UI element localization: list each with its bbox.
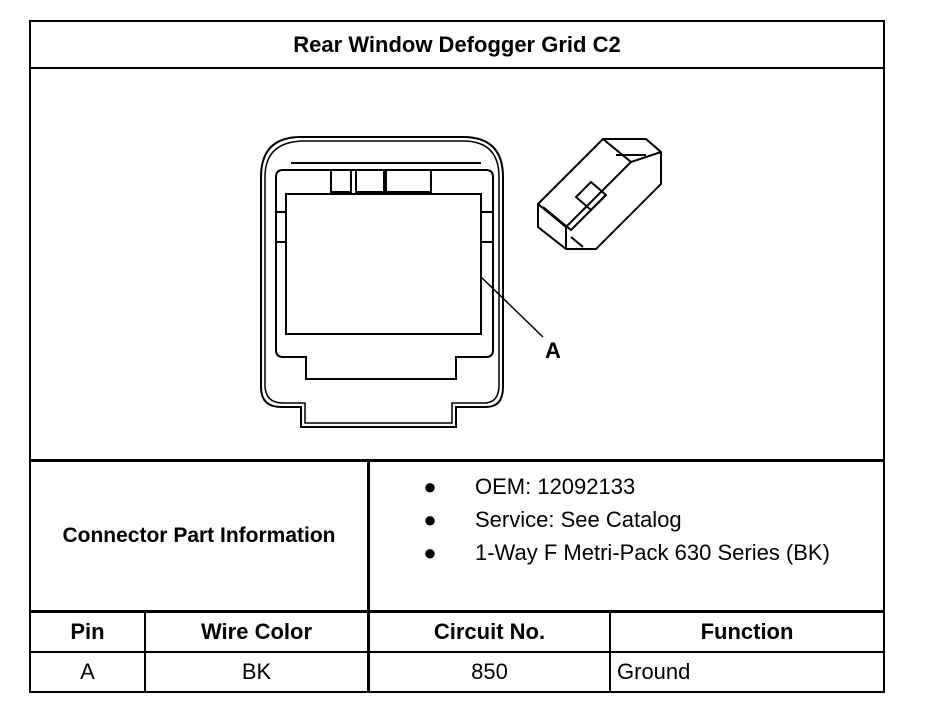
header-pin: Pin [31,613,146,653]
info-item: ● Service: See Catalog [370,504,883,536]
connector-info-list: ● OEM: 12092133 ● Service: See Catalog ●… [370,462,883,610]
bullet-icon: ● [423,507,437,532]
connector-diagram: A [31,67,883,462]
connector-face-outline [260,136,504,428]
circuit-no-cell: 850 [370,653,611,691]
bullet-icon: ● [423,540,437,565]
sheet-title: Rear Window Defogger Grid C2 [31,22,883,69]
header-circuit-no: Circuit No. [370,613,611,653]
header-wire-color: Wire Color [146,613,370,653]
connector-inner-body [275,169,494,380]
info-item: ● OEM: 12092133 [370,471,883,503]
pin-table: Pin Wire Color Circuit No. Function A BK… [31,610,883,691]
connector-sheet: Rear Window Defogger Grid C2 [29,20,885,693]
connector-iso-view [537,138,662,250]
terminal-cavity [285,193,482,335]
header-function: Function [611,613,883,653]
bullet-icon: ● [423,474,437,499]
wire-color-cell: BK [146,653,370,691]
info-item: ● 1-Way F Metri-Pack 630 Series (BK) [370,537,883,569]
function-cell: Ground [617,659,691,684]
connector-drawing: A [260,136,662,428]
callout-leader [480,276,544,338]
pin-cell: A [31,653,146,691]
connector-info-label: Connector Part Information [31,462,370,610]
callout-label-a: A [545,338,561,363]
